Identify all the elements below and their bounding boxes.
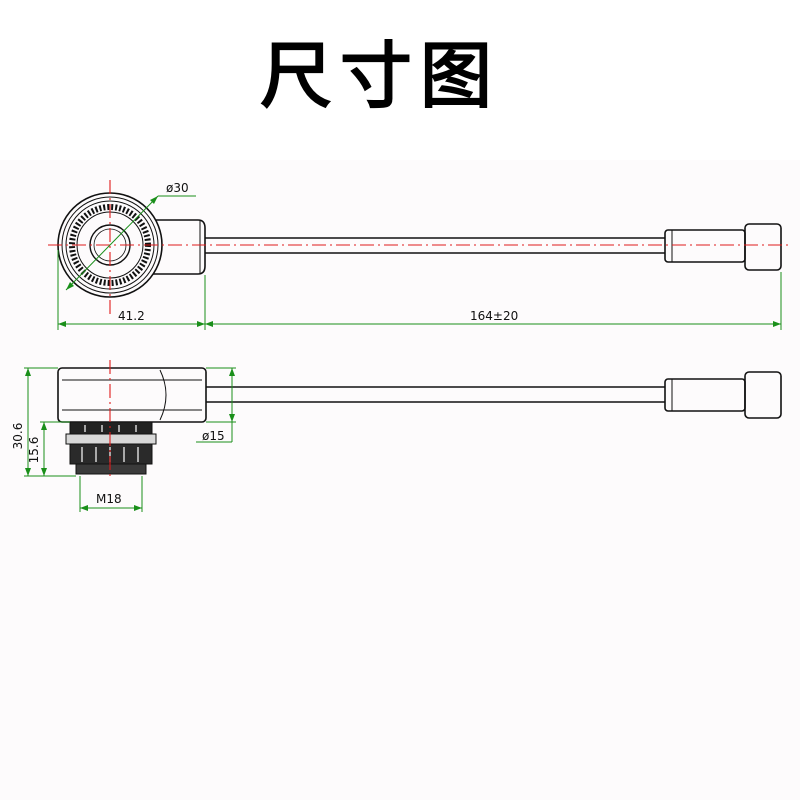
side-connector-sleeve	[664, 378, 746, 412]
side-body	[57, 367, 207, 423]
top-dimensions	[57, 195, 782, 330]
page-title: 尺寸图	[259, 33, 500, 118]
top-connector-sleeve	[664, 229, 746, 263]
side-thread-fitting	[65, 421, 157, 475]
total-height-label: 30.6	[11, 423, 25, 450]
side-view	[57, 367, 782, 423]
body-length-label: 41.2	[118, 309, 145, 323]
title-band	[0, 0, 800, 160]
top-connector-plug	[744, 223, 782, 271]
thread-size-label: M18	[96, 492, 122, 506]
side-diameter-label: ø15	[202, 429, 225, 443]
cable-length-label: 164±20	[470, 309, 518, 323]
top-centerlines	[48, 180, 790, 315]
side-dimensions	[24, 367, 236, 512]
top-diameter-label: ø30	[166, 181, 189, 195]
side-connector-plug	[744, 371, 782, 419]
thread-height-label: 15.6	[27, 437, 41, 464]
